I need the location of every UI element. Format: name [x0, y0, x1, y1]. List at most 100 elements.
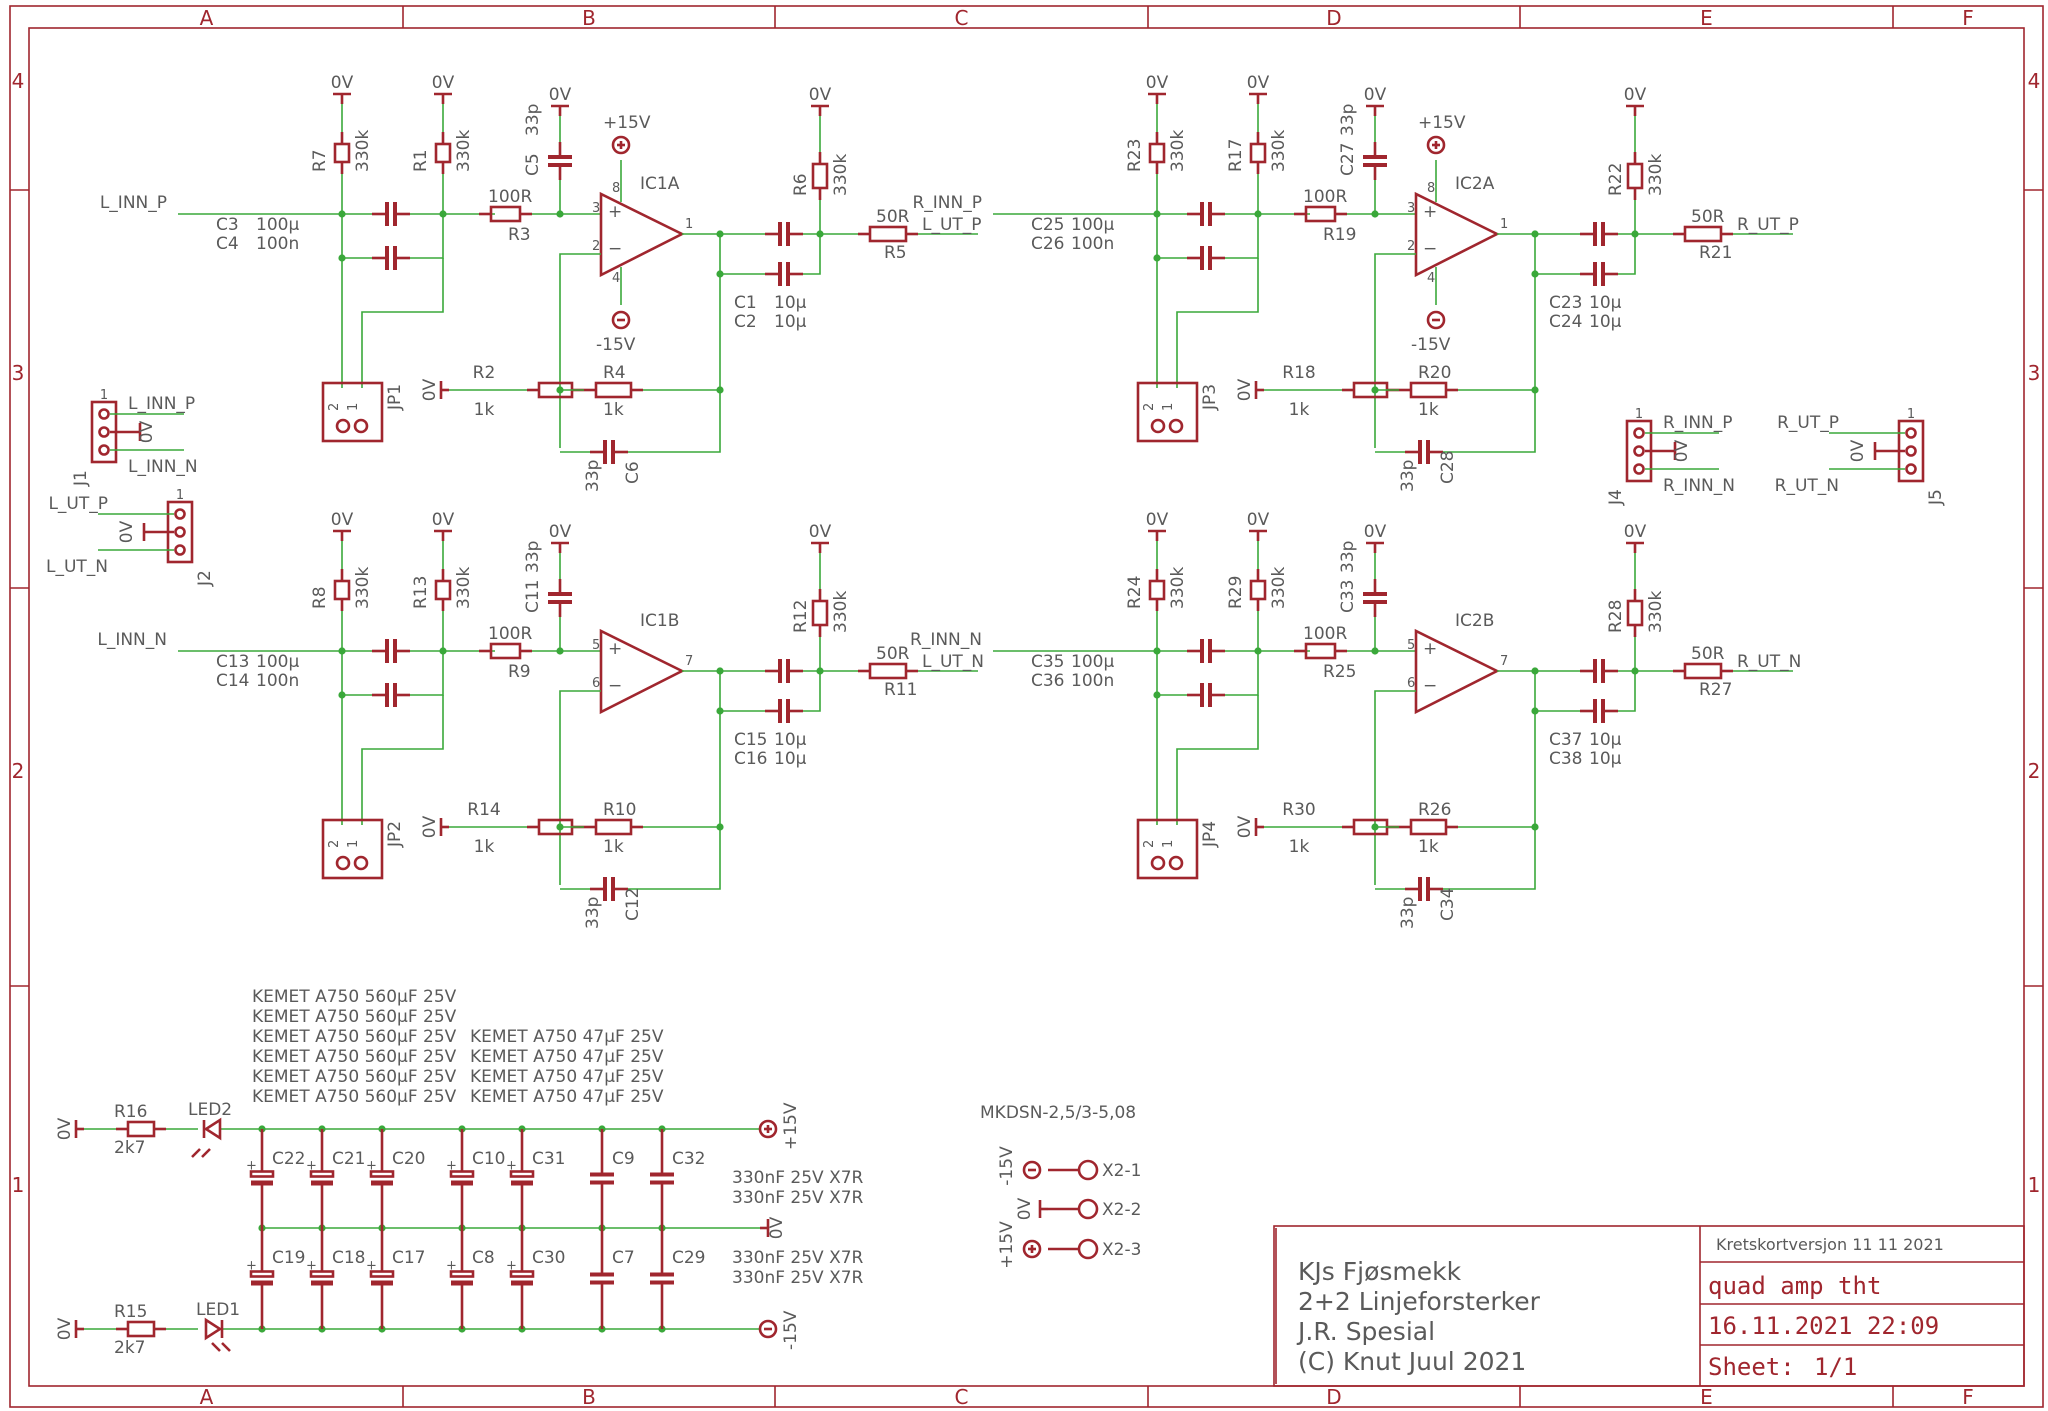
jumper-body: [1136, 818, 1199, 880]
cap-value: 33p: [523, 541, 543, 573]
terminal-pin-label: X2-1: [1102, 1161, 1141, 1181]
resistor-name: R5: [884, 243, 907, 263]
column-label-top: E: [1700, 6, 1713, 30]
capacitor-name: C10: [472, 1149, 506, 1169]
resistor-body: [1626, 162, 1644, 190]
ground-label: 0V: [1672, 439, 1692, 462]
column-label-top: D: [1326, 6, 1341, 30]
opamp-pin-number: 2: [592, 239, 600, 254]
supply-label: -15V: [781, 1310, 801, 1350]
cap-value: 33p: [1338, 541, 1358, 573]
supply-label: +15V: [781, 1102, 801, 1150]
capacitor-plate: [778, 222, 782, 246]
capacitor-name: C21: [332, 1149, 366, 1169]
connector-pin: [1633, 463, 1645, 475]
opamp-plus-mark: +: [1423, 202, 1437, 222]
cap-name: C15: [734, 730, 768, 750]
ground-label: 0V: [420, 815, 440, 838]
capacitor-plate: [1601, 222, 1605, 246]
capacitor-plate: [385, 246, 389, 270]
cap-name: C34: [1438, 887, 1458, 921]
resistor-name: R7: [310, 149, 330, 172]
capacitor-name: C17: [392, 1248, 426, 1268]
output-net-label: L_UT_N: [922, 652, 984, 672]
capacitor-note-330: 330nF 25V X7R: [732, 1248, 864, 1268]
capacitor-plate: [1593, 699, 1597, 723]
capacitor-plate-negative: [371, 1180, 393, 1186]
resistor-name: R28: [1606, 600, 1626, 633]
ground-label: 0V: [1235, 815, 1255, 838]
wire: [803, 234, 821, 275]
wire: [1225, 651, 1259, 696]
cap-name: C1: [734, 293, 757, 313]
opamp-name: IC2A: [1455, 174, 1495, 194]
capacitor-plate-positive: [509, 1170, 535, 1178]
opamp-pin-number: 7: [1500, 654, 1508, 669]
ground-label: 0V: [809, 522, 832, 542]
ground-label: 0V: [809, 85, 832, 105]
resistor-body: [434, 142, 452, 164]
cap-value: 100µ: [256, 652, 299, 672]
capacitor-name: C19: [272, 1248, 306, 1268]
wire: [361, 258, 444, 388]
capacitor-plate-negative: [371, 1280, 393, 1286]
cap-value: 100n: [256, 671, 299, 691]
resistor-body: [1409, 818, 1448, 836]
connector-pin: [174, 508, 186, 520]
capacitor-plate-positive: [449, 1270, 475, 1278]
jumper-body: [321, 818, 384, 880]
capacitor-name: C7: [612, 1248, 635, 1268]
led-name: LED2: [188, 1100, 232, 1120]
opamp-name: IC2B: [1455, 611, 1494, 631]
capacitor-plate: [603, 440, 607, 464]
terminal-pin: [1077, 1238, 1099, 1260]
connector-pin: [174, 544, 186, 556]
resistor-value: 330k: [454, 567, 474, 609]
opamp-pin-number: 1: [685, 217, 693, 232]
cap-value: 10µ: [1589, 293, 1622, 313]
input-net-label: R_INN_P: [912, 193, 982, 213]
resistor-name: R9: [508, 662, 531, 682]
opamp-body: [599, 628, 685, 715]
row-label-right: 4: [2028, 69, 2041, 93]
supply-symbol: [1022, 1239, 1042, 1259]
capacitor-plate-positive: [249, 1170, 275, 1178]
wire: [1374, 690, 1416, 885]
resistor-value: 1k: [1418, 400, 1439, 420]
capacitor-name: C18: [332, 1248, 366, 1268]
capacitor-plate: [786, 699, 790, 723]
jumper-pin: [1168, 418, 1184, 434]
opamp-pin-number: 7: [685, 654, 693, 669]
cap-name: C5: [523, 153, 543, 176]
connector-net: L_UT_P: [48, 494, 108, 514]
jumper-name: JP1: [385, 384, 405, 411]
ground-label: 0V: [1364, 85, 1387, 105]
terminal-pin: [1077, 1159, 1099, 1181]
led-name: LED1: [196, 1300, 240, 1320]
terminal-net: -15V: [997, 1146, 1017, 1186]
connector-name: J2: [195, 570, 215, 587]
polarity-mark: +: [306, 1259, 317, 1274]
capacitor-name: C31: [532, 1149, 566, 1169]
led-arrow: [191, 1148, 201, 1158]
connector-pin: [174, 526, 186, 538]
column-label-bottom: B: [582, 1385, 596, 1409]
connector-pin: [98, 408, 110, 420]
resistor-value: 1k: [474, 400, 495, 420]
supply-symbol: [1426, 310, 1446, 330]
capacitor-plate: [548, 592, 572, 596]
supply-symbol: [1022, 1160, 1042, 1180]
date-time: 16.11.2021 22:09: [1708, 1312, 1939, 1340]
capacitor-plate: [1601, 659, 1605, 683]
resistor-name: R17: [1226, 139, 1246, 172]
capacitor-plate: [1593, 659, 1597, 683]
capacitor-plate: [393, 202, 397, 226]
capacitor-plate: [611, 440, 615, 464]
connector-pin: [1905, 427, 1917, 439]
wire: [628, 390, 721, 453]
